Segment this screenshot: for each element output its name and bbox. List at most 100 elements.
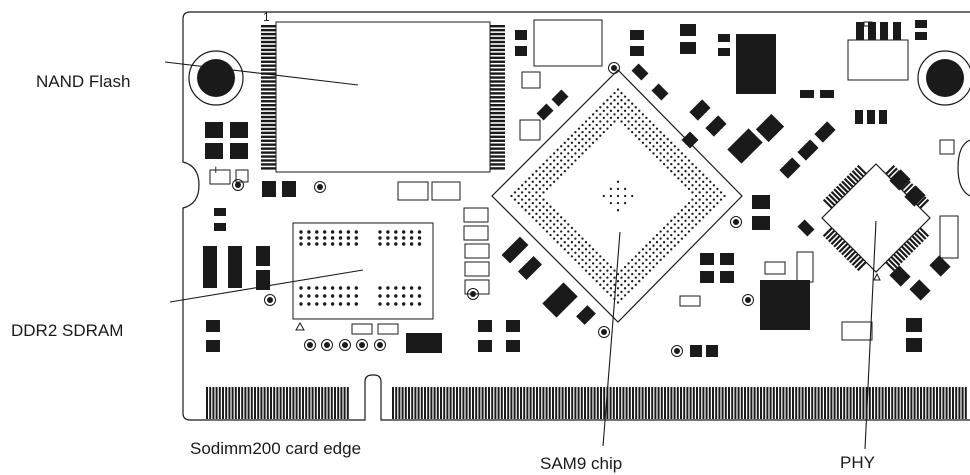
edge-finger (603, 387, 606, 419)
smd-pad (706, 345, 718, 357)
sam9-ball (620, 269, 623, 272)
sam9-ball (563, 170, 566, 173)
sam9-ball (606, 120, 609, 123)
sam9-ball (520, 184, 524, 187)
ddr2-ball (402, 302, 406, 306)
sam9-ball (716, 201, 719, 205)
edge-finger (401, 387, 404, 419)
phy-pin (891, 251, 903, 264)
sam9-ball (528, 184, 531, 187)
sam9-ball (602, 280, 605, 283)
sam9-ball (627, 276, 630, 279)
smd-pad (752, 195, 770, 209)
edge-finger (824, 387, 826, 419)
sam9-ball (691, 170, 694, 173)
phy-pin (917, 225, 930, 238)
sam9-ball (666, 145, 669, 148)
sam9-ball (560, 237, 563, 240)
sam9-ball (687, 187, 691, 191)
sam9-ball (687, 166, 691, 169)
smd-pad (630, 46, 644, 56)
edge-finger (779, 387, 782, 419)
sam9-ball (567, 237, 570, 240)
edge-finger (337, 387, 340, 419)
edge-finger (346, 387, 349, 419)
ddr2-ball (323, 302, 327, 306)
ddr2-ball (402, 286, 406, 290)
sam9-ball (574, 130, 577, 134)
edge-finger (830, 387, 833, 419)
sam9-ball (524, 209, 527, 212)
sam9-ball (655, 255, 659, 258)
sam9-ball (655, 248, 659, 251)
ddr2-ball (323, 286, 327, 290)
ddr2-ball (386, 242, 390, 246)
sam9-ball (542, 219, 545, 222)
sam9-ball (673, 230, 676, 233)
sam9-ball (627, 99, 630, 102)
phy-pin (830, 190, 843, 203)
edge-finger (542, 387, 545, 419)
edge-finger (939, 387, 942, 419)
smd-pad (406, 333, 442, 353)
sam9-ball (574, 152, 577, 155)
edge-finger (923, 387, 926, 419)
label-phy: PHY (840, 453, 875, 472)
smd-pad (206, 320, 220, 332)
edge-finger (820, 387, 823, 419)
sam9-ball (655, 127, 659, 130)
sam9-ball (524, 180, 527, 183)
edge-finger (215, 387, 218, 419)
nand-pin (490, 155, 505, 158)
via-core (674, 348, 680, 354)
edge-finger (670, 387, 673, 419)
nand-pin (261, 40, 276, 44)
edge-finger (792, 387, 794, 419)
sam9-ball (655, 134, 659, 137)
ddr2-ball (315, 302, 319, 306)
sam9-ball (591, 276, 595, 279)
edge-finger (536, 387, 538, 419)
edge-finger (625, 387, 628, 419)
nand-pin (261, 48, 276, 52)
ddr2-ball (330, 236, 335, 240)
edge-finger (532, 387, 535, 419)
edge-finger (491, 387, 494, 419)
sam9-ball (549, 205, 552, 208)
sam9-ball (602, 287, 605, 290)
sam9-ball (631, 109, 634, 112)
sam9-ball (549, 212, 552, 215)
sam9-ball (538, 187, 542, 191)
smd-pad (680, 24, 696, 36)
sam9-ball (631, 102, 634, 105)
sam9-ball (623, 280, 627, 283)
sam9-ball (560, 159, 563, 162)
sam9-ball (645, 265, 648, 269)
edge-finger (420, 387, 423, 419)
nand-pin (261, 92, 276, 95)
sam9-ball (691, 219, 694, 222)
sam9-ball (577, 155, 581, 159)
smd-outline (533, 19, 603, 67)
phy-pin (915, 196, 927, 208)
sam9-ball (545, 230, 549, 233)
edge-finger (244, 387, 247, 419)
sam9-ball (680, 180, 684, 183)
sam9-ball (623, 102, 627, 105)
edge-finger (849, 387, 852, 419)
ddr2-ball (354, 286, 358, 290)
edge-finger (321, 387, 324, 419)
edge-finger (961, 387, 964, 419)
nand-pin (490, 147, 505, 150)
ddr2-ball (299, 294, 303, 298)
via (264, 294, 276, 306)
sam9-ball (641, 248, 645, 251)
edge-finger (443, 387, 446, 419)
via (598, 326, 610, 338)
edge-finger (516, 387, 519, 419)
sam9-ball (563, 233, 566, 237)
sam9-ball (542, 198, 545, 201)
edge-finger (728, 387, 730, 419)
sam9-ball (545, 166, 549, 169)
smd-outline (764, 261, 786, 275)
